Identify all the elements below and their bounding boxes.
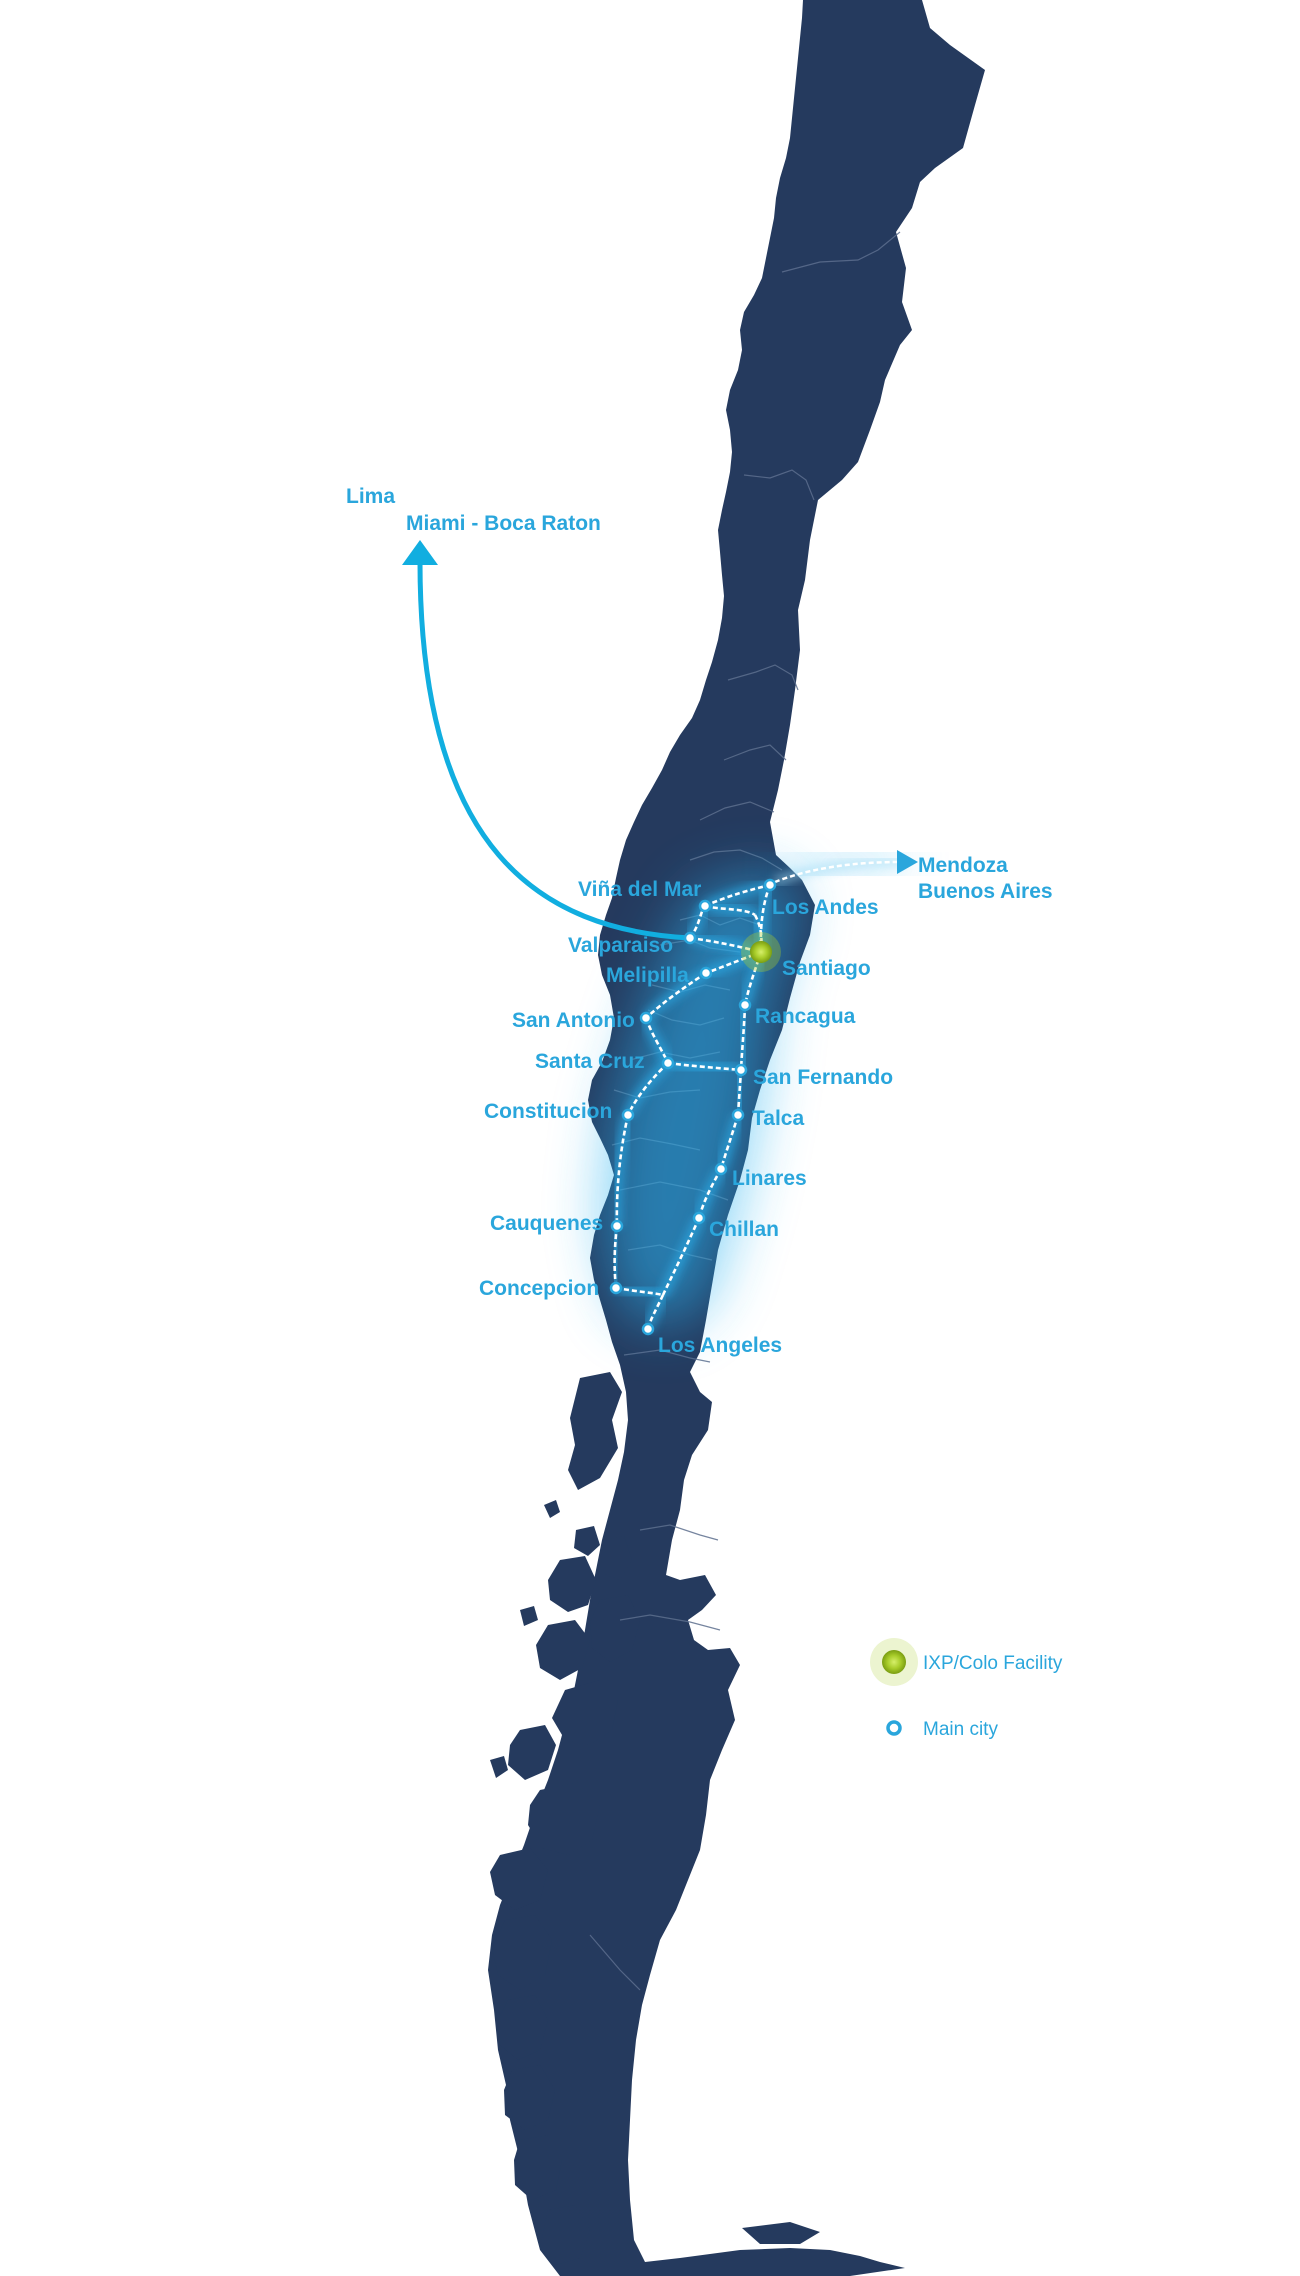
label-rancagua: Rancagua [755, 1005, 856, 1028]
route-segment [645, 971, 707, 1019]
legend-city: Main city [886, 1719, 998, 1740]
city-node-vina-del-mar [698, 899, 712, 913]
city-node-constitucion [621, 1108, 635, 1122]
city-labels: Viña del Mar Los Andes Valparaiso Santia… [479, 878, 893, 1357]
city-node-melipilla [699, 966, 713, 980]
label-santa-cruz: Santa Cruz [535, 1050, 645, 1073]
label-linares: Linares [732, 1167, 807, 1190]
city-node-san-fernando [734, 1063, 748, 1077]
island [604, 1536, 632, 1580]
island [514, 2135, 562, 2200]
label-melipilla: Melipilla [606, 964, 689, 987]
intl-route-north-line [417, 561, 691, 941]
route-segment [661, 1217, 701, 1296]
label-san-antonio: San Antonio [512, 1009, 635, 1032]
city-node-los-angeles [641, 1322, 655, 1336]
legend-city-label: Main city [923, 1719, 998, 1740]
label-mendoza: Mendoza [918, 854, 1008, 877]
city-node-los-andes [763, 878, 777, 892]
label-concepcion: Concepcion [479, 1277, 599, 1300]
route-segment [759, 884, 772, 953]
island [590, 1595, 640, 1662]
island [528, 1782, 600, 1855]
island [504, 2065, 555, 2130]
label-talca: Talca [752, 1107, 804, 1130]
city-node-concepcion [609, 1281, 623, 1295]
city-node-valparaiso [683, 931, 697, 945]
island [544, 1500, 560, 1518]
label-miami-boca-raton: Miami - Boca Raton [406, 512, 601, 535]
label-buenos-aires: Buenos Aires [918, 880, 1053, 903]
island [492, 1915, 552, 1990]
island [536, 1620, 590, 1680]
city-node-santa-cruz [661, 1056, 675, 1070]
city-node-cauquenes [610, 1219, 624, 1233]
label-los-andes: Los Andes [772, 896, 879, 919]
label-lima: Lima [346, 485, 395, 508]
city-node-rancagua [738, 998, 752, 1012]
label-los-angeles: Los Angeles [658, 1334, 782, 1357]
label-constitucion: Constitucion [484, 1100, 612, 1123]
route-glow-segment [733, 1069, 746, 1116]
city-ring-icon [886, 1720, 902, 1736]
island [742, 2222, 820, 2244]
route-segment [704, 883, 771, 908]
island [548, 1556, 596, 1612]
intl-route-east [773, 850, 918, 885]
route-segment [615, 1114, 630, 1227]
island [540, 2205, 590, 2265]
route-segment [705, 950, 762, 975]
label-vina-del-mar: Viña del Mar [578, 878, 701, 901]
city-node-chillan [692, 1211, 706, 1225]
label-san-fernando: San Fernando [753, 1066, 893, 1089]
island [508, 1725, 556, 1780]
intl-route-north [402, 540, 691, 941]
arrow-right-icon [897, 850, 918, 874]
legend-ixp: IXP/Colo Facility [870, 1638, 1063, 1686]
label-santiago: Santiago [782, 957, 871, 980]
intl-route-east-line [774, 860, 901, 884]
island [552, 1680, 618, 1745]
route-segment [615, 1286, 664, 1297]
island [490, 1756, 508, 1778]
city-nodes [609, 878, 781, 1336]
legend: IXP/Colo Facility Main city [870, 1638, 1063, 1740]
ixp-node-santiago [750, 941, 772, 963]
legend-ixp-label: IXP/Colo Facility [923, 1653, 1063, 1674]
route-segment [667, 1061, 742, 1072]
island [574, 1526, 600, 1556]
island [520, 1606, 538, 1626]
city-node-san-antonio [639, 1011, 653, 1025]
island [498, 1995, 548, 2060]
intl-labels: Lima Miami - Boca Raton Mendoza Buenos A… [346, 485, 1053, 903]
city-node-linares [714, 1162, 728, 1176]
label-valparaiso: Valparaiso [568, 934, 673, 957]
label-chillan: Chillan [709, 1218, 779, 1241]
city-node-talca [731, 1108, 745, 1122]
arrow-up-icon [402, 540, 438, 565]
ixp-dot-icon [882, 1650, 906, 1674]
island [490, 1848, 548, 1910]
island [568, 1372, 622, 1490]
label-cauquenes: Cauquenes [490, 1212, 603, 1235]
